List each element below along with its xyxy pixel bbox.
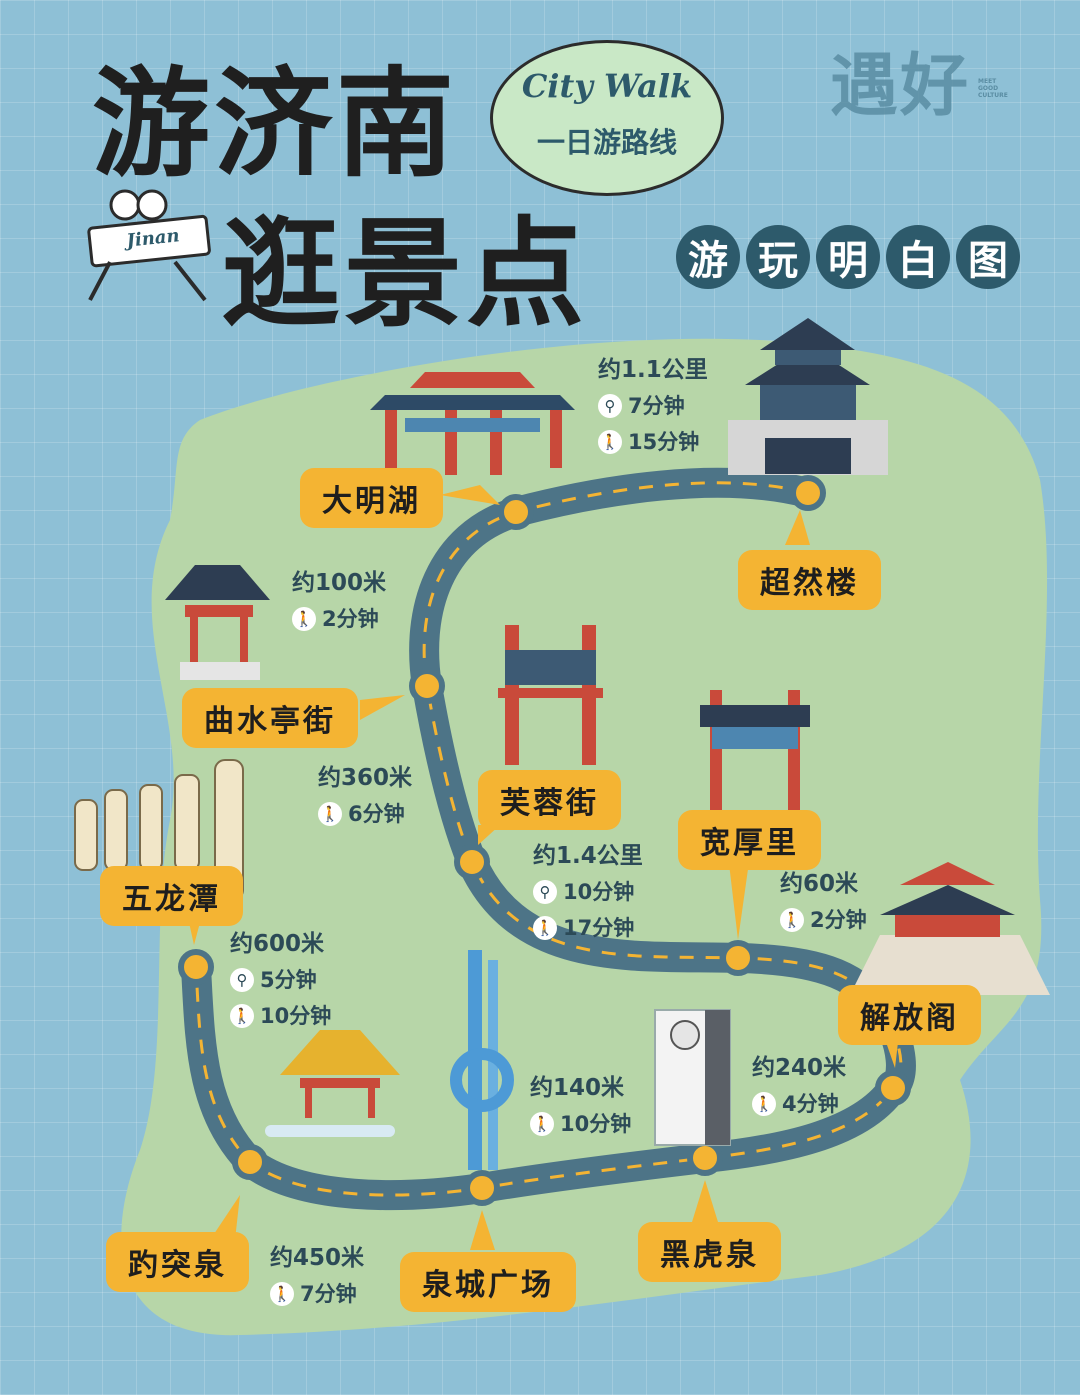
dot-wulongtan [178,949,214,985]
walking-person-icon: 🚶 [533,916,557,940]
stop-label-chaoran-tower[interactable]: 超然楼 [738,550,881,610]
walking-person-icon: 🚶 [270,1282,294,1306]
walk-time: 6分钟 [348,802,405,826]
stop-label-quancheng[interactable]: 泉城广场 [400,1252,576,1312]
bike-time: 7分钟 [628,394,685,418]
distance-text: 约140米 [530,1075,625,1101]
distance-text: 约1.4公里 [533,843,643,869]
walk-time: 10分钟 [560,1112,632,1136]
stop-label-qushuiting[interactable]: 曲水亭街 [182,688,358,748]
main-title-line2: 逛景点 [222,205,589,343]
distance-text: 约600米 [230,931,325,957]
distance-text: 约100米 [292,570,387,596]
stop-label-daming-lake[interactable]: 大明湖 [300,468,443,528]
stop-label-wulongtan[interactable]: 五龙潭 [100,866,243,926]
stop-label-jiefangge[interactable]: 解放阁 [838,985,981,1045]
furong-arch-illustration [498,625,603,765]
brand-subtext: MEET GOOD CULTURE [978,78,1008,99]
label-pointers [184,485,900,1250]
dot-daming-lake [498,494,534,530]
subtitle-badges: 游 玩 明 白 图 [676,225,1020,289]
segment-info: 约100米 🚶2分钟 [292,565,386,637]
bike-time: 10分钟 [563,880,635,904]
bicycle-icon: ⚲ [533,880,557,904]
dot-quancheng [464,1170,500,1206]
walking-person-icon: 🚶 [318,802,342,826]
walk-time: 15分钟 [628,430,700,454]
segment-info: 约240米 🚶4分钟 [752,1050,846,1122]
segment-info: 约60米 🚶2分钟 [780,866,867,938]
bicycle-icon: ⚲ [230,968,254,992]
dot-kuanhouli [720,940,756,976]
baotu-pavilion-illustration [265,1030,400,1137]
walk-time: 7分钟 [300,1282,357,1306]
stop-dots [178,475,911,1206]
brand-logo: 遇好 [830,47,971,126]
segment-info: 约450米 🚶7分钟 [270,1240,364,1312]
jiefangge-illustration [850,862,1050,995]
walking-person-icon: 🚶 [752,1092,776,1116]
stop-label-furong[interactable]: 芙蓉街 [478,770,621,830]
heihu-tiger-illustration [654,1009,731,1146]
mascot-illustration [87,189,211,302]
subtitle-char: 明 [816,225,880,289]
stop-label-baotu[interactable]: 趵突泉 [106,1232,249,1292]
distance-text: 约60米 [780,871,859,897]
bubble-route: 一日游路线 [536,126,677,159]
segment-info: 约600米 ⚲5分钟 🚶10分钟 [230,926,331,1034]
walk-time: 4分钟 [782,1092,839,1116]
daming-gate-illustration [370,372,575,475]
chaoran-tower-illustration [728,318,888,475]
distance-text: 约240米 [752,1055,847,1081]
stop-label-kuanhouli[interactable]: 宽厚里 [678,810,821,870]
segment-info: 约1.4公里 ⚲10分钟 🚶17分钟 [533,838,643,946]
subtitle-char: 白 [886,225,950,289]
dot-qushuiting [409,668,445,704]
stop-label-heihu[interactable]: 黑虎泉 [638,1222,781,1282]
distance-text: 约360米 [318,765,413,791]
bicycle-icon: ⚲ [598,394,622,418]
walk-time: 10分钟 [260,1004,332,1028]
dot-furong [454,844,490,880]
distance-text: 约450米 [270,1245,365,1271]
walking-person-icon: 🚶 [530,1112,554,1136]
walking-person-icon: 🚶 [598,430,622,454]
dot-baotu [232,1144,268,1180]
walking-person-icon: 🚶 [292,607,316,631]
bike-time: 5分钟 [260,968,317,992]
segment-info: 约1.1公里 ⚲7分钟 🚶15分钟 [598,352,708,460]
walking-person-icon: 🚶 [780,908,804,932]
subtitle-char: 游 [676,225,740,289]
distance-text: 约1.1公里 [598,357,708,383]
qushuiting-pavilion-illustration [165,565,270,680]
dot-heihu [687,1140,723,1176]
walking-person-icon: 🚶 [230,1004,254,1028]
segment-info: 约360米 🚶6分钟 [318,760,412,832]
quancheng-monument-illustration [450,950,514,1170]
walk-time: 2分钟 [810,908,867,932]
segment-info: 约140米 🚶10分钟 [530,1070,631,1142]
dot-jiefangge [875,1070,911,1106]
speech-bubble: City Walk 一日游路线 [490,40,724,196]
subtitle-char: 图 [956,225,1020,289]
kuanhouli-arch-illustration [700,690,810,810]
walk-time: 17分钟 [563,916,635,940]
dot-chaoran-tower [790,475,826,511]
bubble-city-walk: City Walk [521,67,693,105]
main-title-line1: 游济南 [92,55,459,193]
walk-time: 2分钟 [322,607,379,631]
subtitle-char: 玩 [746,225,810,289]
